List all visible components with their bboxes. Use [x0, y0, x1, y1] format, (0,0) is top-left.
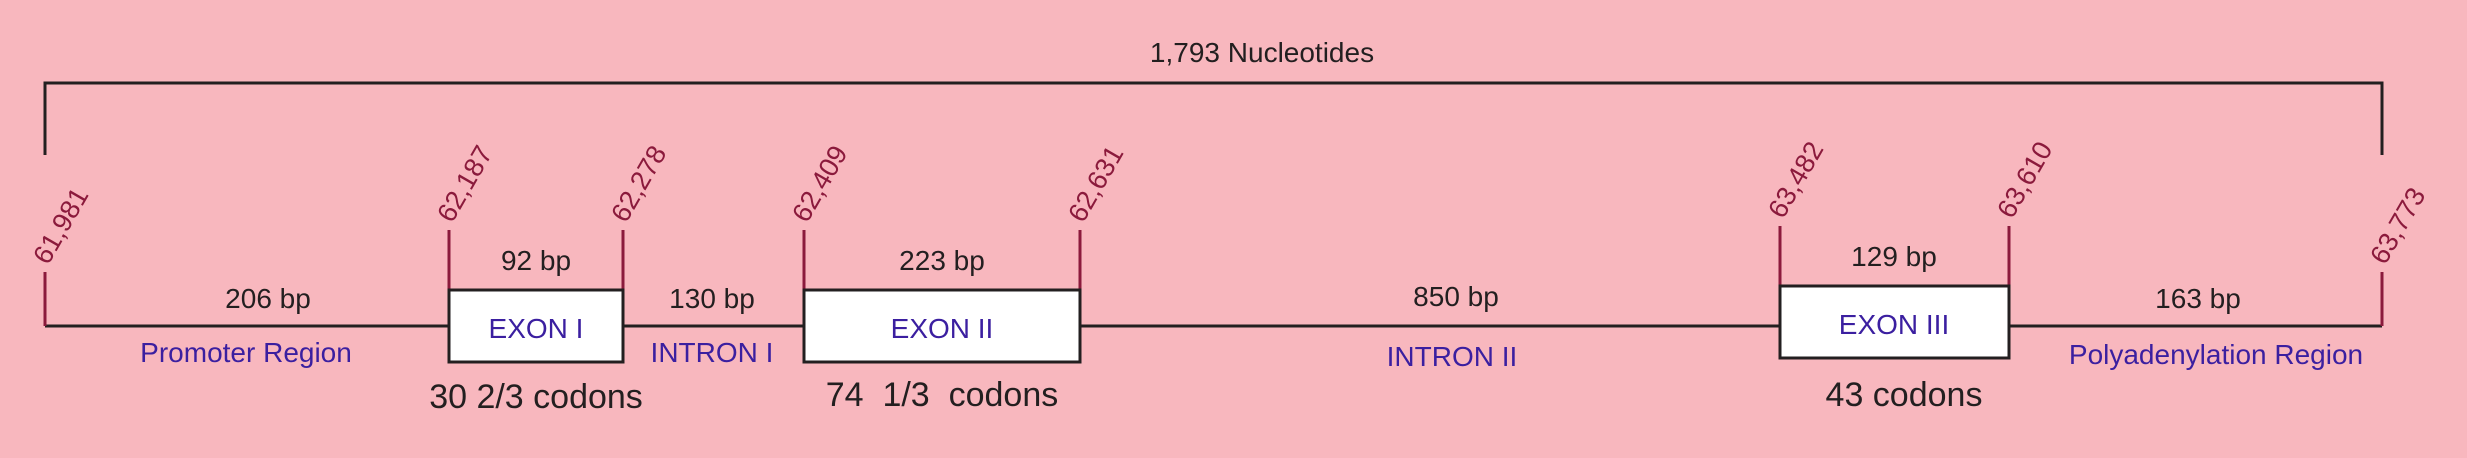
codon-count-labels: 30 2/3 codons 74 1/3 codons 43 codons: [429, 376, 1982, 416]
segment-length: 223 bp: [899, 245, 985, 276]
position-labels: 61,981 62,187 62,278 62,409 62,631 63,48…: [27, 136, 2431, 269]
segment-length: 206 bp: [225, 283, 311, 314]
exon1-box: [447, 288, 625, 364]
position-label: 63,773: [2364, 182, 2431, 269]
intron2-label: INTRON II: [1387, 341, 1518, 372]
exon-names: EXON I EXON II EXON III: [489, 309, 1950, 344]
position-label: 63,482: [1762, 136, 1829, 223]
exon3-name: EXON III: [1839, 309, 1949, 340]
exon1-codons: 30 2/3 codons: [429, 378, 643, 416]
position-label: 62,409: [786, 140, 853, 227]
position-ticks: [43, 226, 2384, 326]
position-label: 63,610: [1991, 136, 2058, 223]
exon3-codons: 43 codons: [1826, 376, 1983, 414]
region-labels: Promoter Region INTRON I INTRON II Polya…: [140, 337, 2363, 372]
segment-length: 92 bp: [501, 245, 571, 276]
total-length-label: 1,793 Nucleotides: [1150, 37, 1374, 68]
segment-length: 850 bp: [1413, 281, 1499, 312]
exon2-codons: 74 1/3 codons: [826, 376, 1059, 414]
exon1-name: EXON I: [489, 313, 584, 344]
segment-length-labels: 206 bp 92 bp 130 bp 223 bp 850 bp 129 bp…: [225, 241, 2241, 314]
segment-length: 129 bp: [1851, 241, 1937, 272]
position-label: 61,981: [27, 182, 94, 269]
segment-length: 130 bp: [669, 283, 755, 314]
exon2-box: [802, 288, 1082, 364]
exon3-box: [1778, 284, 2011, 360]
polyadenylation-region-label: Polyadenylation Region: [2069, 339, 2363, 370]
position-label: 62,631: [1062, 140, 1129, 227]
segment-length: 163 bp: [2155, 283, 2241, 314]
promoter-region-label: Promoter Region: [140, 337, 352, 368]
position-label: 62,187: [431, 140, 498, 227]
exon2-name: EXON II: [891, 313, 994, 344]
total-length-bracket: [43, 81, 2384, 155]
position-label: 62,278: [605, 140, 672, 227]
intron1-label: INTRON I: [651, 337, 774, 368]
